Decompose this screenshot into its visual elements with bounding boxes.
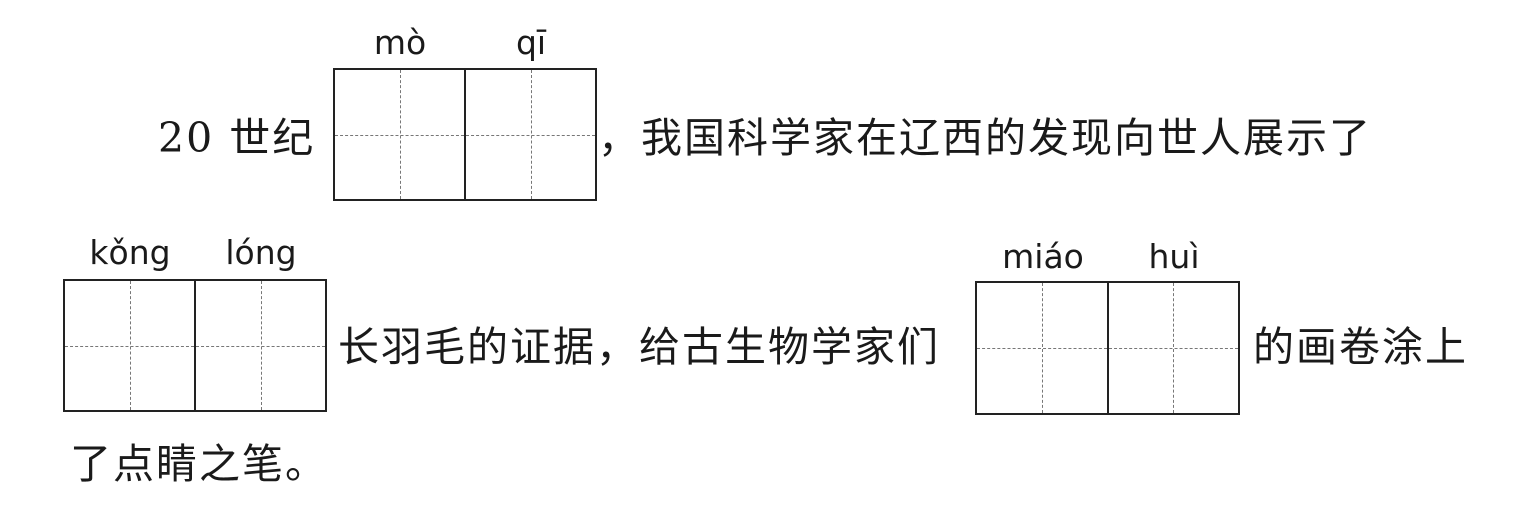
line2-middle-text: 长羽毛的证据，给古生物学家们 bbox=[338, 323, 940, 371]
line2-after-text: 的画卷涂上 bbox=[1253, 323, 1468, 371]
pinyin-mo: mò bbox=[373, 23, 427, 62]
tianzige-cell[interactable] bbox=[335, 70, 464, 199]
tianzige-cell[interactable] bbox=[1106, 283, 1238, 413]
answer-grid-miaohui[interactable] bbox=[975, 281, 1240, 415]
pinyin-hui: huì bbox=[1148, 237, 1200, 276]
line1-before-text: 20 世纪 bbox=[158, 114, 316, 162]
pinyin-miao: miáo bbox=[1002, 237, 1084, 276]
tianzige-cell[interactable] bbox=[977, 283, 1107, 413]
tianzige-cell[interactable] bbox=[464, 70, 595, 199]
pinyin-qi: qī bbox=[515, 23, 547, 62]
answer-grid-konglong[interactable] bbox=[63, 279, 327, 412]
tianzige-cell[interactable] bbox=[194, 281, 325, 410]
line1-after-text: ，我国科学家在辽西的发现向世人展示了 bbox=[598, 114, 1372, 162]
pinyin-long: lóng bbox=[225, 233, 297, 272]
tianzige-cell[interactable] bbox=[65, 281, 194, 410]
pinyin-kong: kǒng bbox=[89, 233, 171, 272]
line3-text: 了点睛之笔。 bbox=[70, 440, 328, 488]
answer-grid-moqi[interactable] bbox=[333, 68, 597, 201]
